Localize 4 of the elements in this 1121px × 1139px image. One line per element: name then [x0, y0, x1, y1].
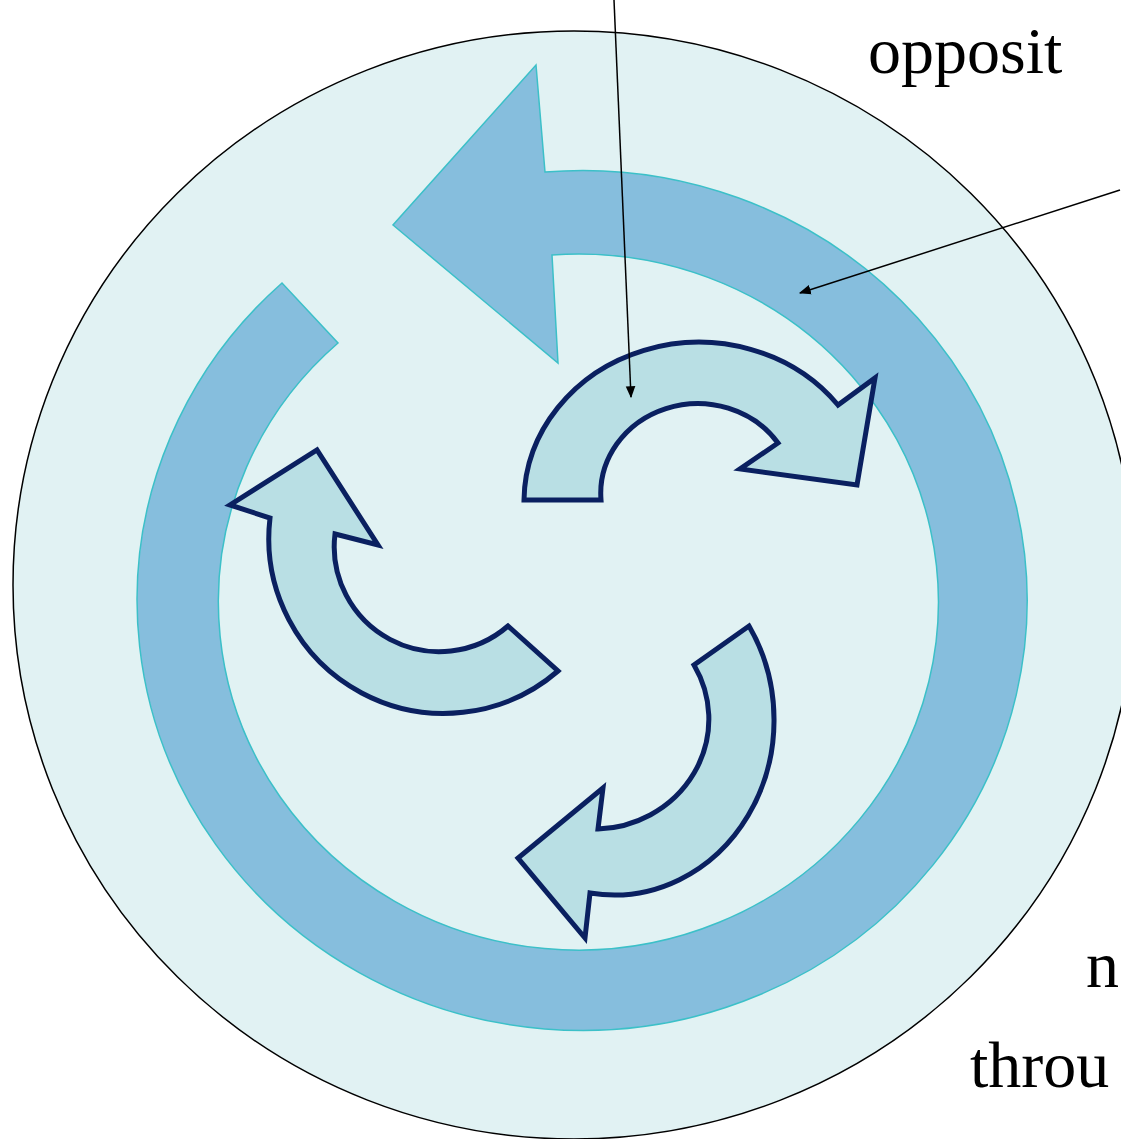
label-text: throu	[970, 1032, 1110, 1098]
leader-line	[613, 0, 636, 399]
leader-line	[798, 189, 1121, 295]
label-text: n	[1086, 932, 1119, 998]
